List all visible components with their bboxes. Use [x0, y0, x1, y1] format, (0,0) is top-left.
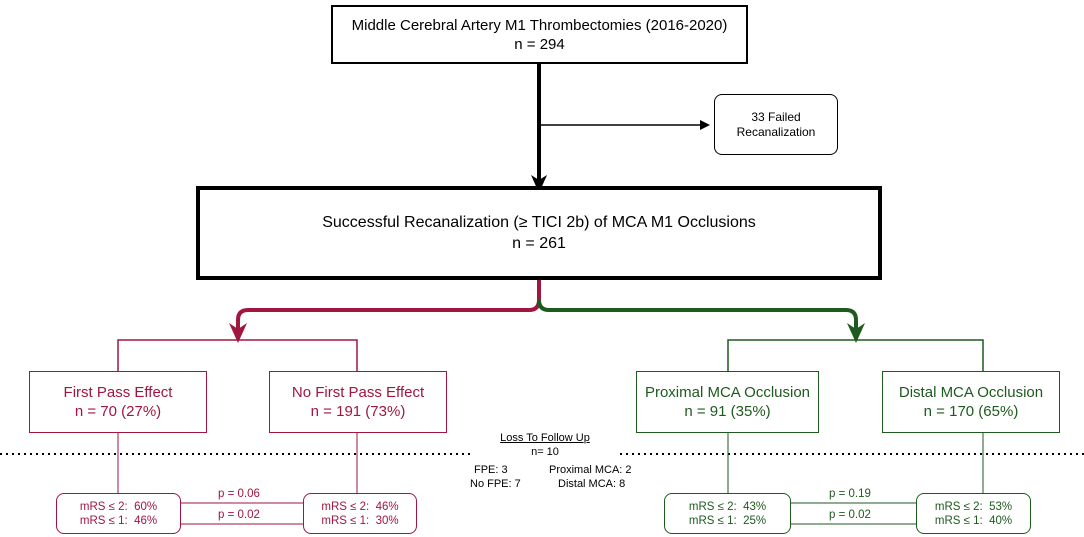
top-box-count: n = 294 — [514, 35, 565, 53]
proximal-title: Proximal MCA Occlusion — [644, 384, 811, 401]
followup-nofpe: No FPE: 7 — [470, 478, 521, 490]
followup-count: n= 10 — [531, 446, 559, 458]
distal-mrs2: mRS ≤ 2: 53% — [934, 500, 1013, 513]
distal-outcome-box: mRS ≤ 2: 53% mRS ≤ 1: 40% — [916, 493, 1031, 534]
right-pvalue-mrs1: p = 0.02 — [829, 509, 871, 521]
distal-mrs1: mRS ≤ 1: 40% — [934, 514, 1013, 527]
distal-box: Distal MCA Occlusion n = 170 (65%) — [882, 371, 1060, 433]
proximal-mrs1: mRS ≤ 1: 25% — [688, 514, 767, 527]
followup-proximal: Proximal MCA: 2 — [549, 464, 632, 476]
fpe-mrs2: mRS ≤ 2: 60% — [79, 500, 158, 513]
followup-title: Loss To Follow Up — [500, 432, 590, 444]
top-box: Middle Cerebral Artery M1 Thrombectomies… — [331, 5, 748, 64]
fpe-title: First Pass Effect — [63, 384, 173, 401]
proximal-box: Proximal MCA Occlusion n = 91 (35%) — [636, 371, 819, 433]
red-branch-arrow — [229, 280, 541, 343]
nofpe-title: No First Pass Effect — [291, 384, 425, 401]
failed-box: 33 Failed Recanalization — [714, 94, 838, 155]
nofpe-count: n = 191 (73%) — [310, 403, 406, 420]
right-pvalue-mrs2: p = 0.19 — [829, 488, 871, 500]
fpe-mrs1: mRS ≤ 1: 46% — [79, 514, 158, 527]
nofpe-outcome-box: mRS ≤ 2: 46% mRS ≤ 1: 30% — [303, 493, 417, 534]
left-pvalue-mrs2: p = 0.06 — [218, 488, 260, 500]
success-box-count: n = 261 — [512, 235, 566, 252]
nofpe-box: No First Pass Effect n = 191 (73%) — [269, 371, 447, 433]
fpe-count: n = 70 (27%) — [74, 403, 162, 420]
green-branch-arrow — [537, 299, 865, 343]
followup-fpe: FPE: 3 — [474, 464, 508, 476]
distal-count: n = 170 (65%) — [923, 403, 1019, 420]
nofpe-mrs1: mRS ≤ 1: 30% — [321, 514, 399, 527]
fpe-box: First Pass Effect n = 70 (27%) — [29, 371, 207, 433]
failed-box-line2: Recanalization — [736, 124, 816, 139]
fpe-outcome-box: mRS ≤ 2: 60% mRS ≤ 1: 46% — [56, 493, 181, 534]
followup-distal: Distal MCA: 8 — [558, 478, 626, 490]
nofpe-mrs2: mRS ≤ 2: 46% — [321, 500, 399, 513]
failed-box-line1: 33 Failed — [751, 109, 801, 124]
success-box: Successful Recanalization (≥ TICI 2b) of… — [196, 186, 882, 280]
proximal-outcome-box: mRS ≤ 2: 43% mRS ≤ 1: 25% — [664, 493, 791, 534]
top-box-title: Middle Cerebral Artery M1 Thrombectomies… — [351, 16, 728, 34]
proximal-mrs2: mRS ≤ 2: 43% — [688, 500, 767, 513]
distal-title: Distal MCA Occlusion — [898, 384, 1044, 401]
red-bracket — [117, 339, 358, 371]
green-bracket — [727, 339, 984, 371]
left-pvalue-mrs1: p = 0.02 — [218, 509, 260, 521]
success-box-title: Successful Recanalization (≥ TICI 2b) of… — [322, 214, 756, 231]
proximal-count: n = 91 (35%) — [684, 403, 771, 420]
